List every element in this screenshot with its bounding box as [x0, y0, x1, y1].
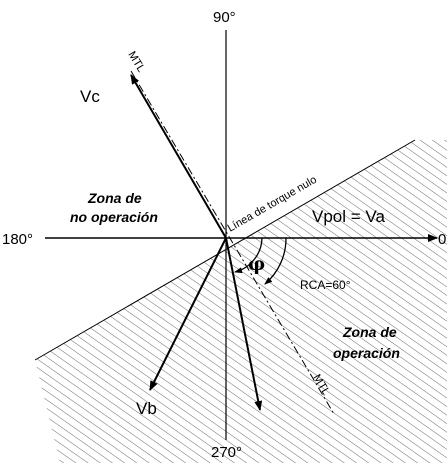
axis-label-270: 270°	[211, 444, 242, 461]
phi-label: φ	[248, 253, 265, 275]
axis-label-180: 180°	[2, 231, 33, 248]
va-phasor-down	[225, 237, 263, 411]
mtl-top-label: MTL	[125, 49, 147, 74]
axis-label-90: 90°	[213, 9, 236, 26]
rca-label: RCA=60°	[300, 278, 351, 292]
operation-zone-hatch	[35, 140, 447, 463]
null-torque-line	[34, 139, 416, 361]
axis-label-0: 0	[438, 231, 446, 248]
vc-label: Vc	[80, 87, 100, 106]
phi-angle-arc	[234, 237, 263, 274]
vb-label: Vb	[136, 399, 157, 418]
vpol-label: Vpol = Va	[312, 207, 385, 226]
vb-phasor	[149, 237, 227, 391]
vc-phasor	[130, 74, 227, 239]
operation-zone-line2: operación	[333, 345, 400, 361]
no-operation-zone-line1: Zona de	[87, 190, 142, 206]
operation-zone-line1: Zona de	[342, 324, 397, 340]
mtl-line	[130, 70, 335, 415]
no-operation-zone-line2: no operación	[70, 209, 158, 225]
rca-angle-arc	[264, 237, 287, 285]
